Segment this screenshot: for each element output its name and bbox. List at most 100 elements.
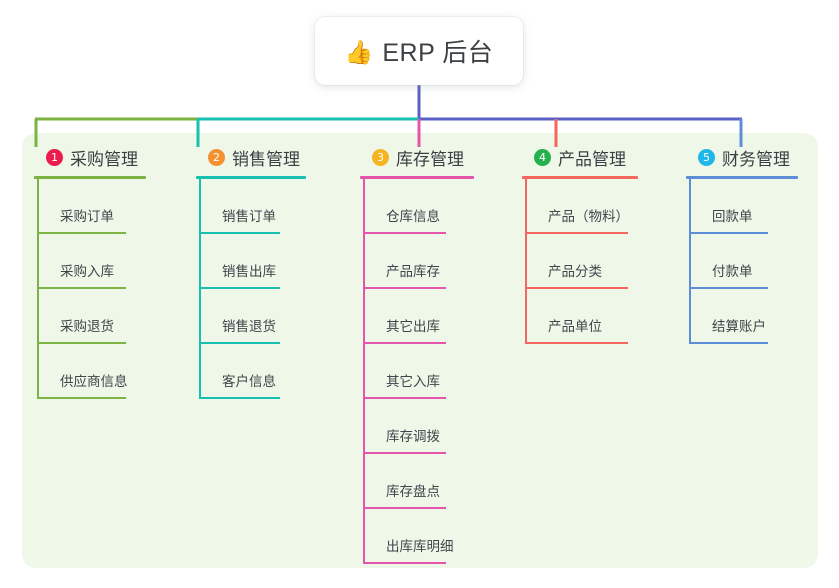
- branch-item[interactable]: 其它出库: [360, 289, 474, 344]
- branch-number-badge: 2: [208, 148, 225, 166]
- branch-item-rule: [364, 232, 446, 234]
- branch-item-rule: [200, 287, 280, 289]
- branch-item[interactable]: 销售订单: [196, 179, 306, 234]
- branch-item[interactable]: 采购退货: [34, 289, 146, 344]
- branch-item-rule: [364, 562, 446, 564]
- branch-item-label: 产品分类: [548, 264, 602, 279]
- branch-header-rule: [522, 176, 638, 179]
- branch-item[interactable]: 销售退货: [196, 289, 306, 344]
- branch-items: 回款单付款单结算账户: [686, 179, 798, 344]
- branch-item-label: 结算账户: [712, 319, 766, 334]
- branch-title: 产品管理: [558, 149, 626, 169]
- branch-item-label: 库存盘点: [386, 484, 440, 499]
- branch-column-4: 4 产品管理产品（物料） 产品分类产品单位: [522, 144, 638, 344]
- branch-vertical-connector: [363, 179, 365, 564]
- branch-header-rule: [686, 176, 798, 179]
- branch-title: 财务管理: [722, 149, 790, 169]
- branch-item-label: 产品单位: [548, 319, 602, 334]
- branch-number-badge: 1: [46, 148, 63, 166]
- branch-item-label: 付款单: [712, 264, 753, 279]
- branch-header-4[interactable]: 4 产品管理: [522, 144, 638, 170]
- branch-item-rule: [200, 397, 280, 399]
- branch-item[interactable]: 产品库存: [360, 234, 474, 289]
- branch-item-rule: [200, 342, 280, 344]
- branch-item[interactable]: 产品单位: [522, 289, 638, 344]
- branch-items: 销售订单销售出库销售退货客户信息: [196, 179, 306, 399]
- branch-item-label: 采购订单: [60, 209, 114, 224]
- branch-column-2: 2 销售管理销售订单销售出库销售退货客户信息: [196, 144, 306, 399]
- branch-item-label: 其它出库: [386, 319, 440, 334]
- branch-item-label: 库存调拨: [386, 429, 440, 444]
- branch-item-rule: [200, 232, 280, 234]
- branch-vertical-connector: [689, 179, 691, 344]
- branch-header-2[interactable]: 2 销售管理: [196, 144, 306, 170]
- branch-item-rule: [364, 507, 446, 509]
- branch-item-rule: [38, 287, 126, 289]
- branch-item[interactable]: 采购订单: [34, 179, 146, 234]
- branch-item-label: 其它入库: [386, 374, 440, 389]
- branch-item-rule: [364, 397, 446, 399]
- branch-title: 销售管理: [232, 149, 300, 169]
- branch-item[interactable]: 回款单: [686, 179, 798, 234]
- branch-column-1: 1 采购管理采购订单采购入库采购退货供应商信息: [34, 144, 146, 399]
- branch-item-label: 销售订单: [222, 209, 276, 224]
- branch-item-rule: [364, 452, 446, 454]
- root-title-inner: 👍 ERP 后台: [345, 33, 494, 69]
- branch-title: 采购管理: [70, 149, 138, 169]
- branch-item-label: 销售退货: [222, 319, 276, 334]
- branch-item[interactable]: 出库库明细: [360, 509, 474, 564]
- branch-item[interactable]: 销售出库: [196, 234, 306, 289]
- branch-item-rule: [526, 287, 628, 289]
- branch-item-rule: [690, 342, 768, 344]
- branch-item-rule: [690, 287, 768, 289]
- branch-header-rule: [360, 176, 474, 179]
- branch-item[interactable]: 客户信息: [196, 344, 306, 399]
- branch-header-1[interactable]: 1 采购管理: [34, 144, 146, 170]
- branch-item[interactable]: 采购入库: [34, 234, 146, 289]
- branch-vertical-connector: [37, 179, 39, 399]
- branch-item-rule: [526, 342, 628, 344]
- branch-item[interactable]: 付款单: [686, 234, 798, 289]
- branch-item-label: 仓库信息: [386, 209, 440, 224]
- branch-items: 仓库信息产品库存其它出库其它入库库存调拨库存盘点出库库明细: [360, 179, 474, 564]
- branch-item-label: 供应商信息: [60, 374, 128, 389]
- branch-item-label: 出库库明细: [386, 539, 454, 554]
- branch-item-rule: [38, 397, 126, 399]
- branch-items: 采购订单采购入库采购退货供应商信息: [34, 179, 146, 399]
- branch-item-rule: [690, 232, 768, 234]
- page-title: ERP 后台: [382, 39, 494, 67]
- branch-item-label: 销售出库: [222, 264, 276, 279]
- branch-number-badge: 5: [698, 148, 715, 166]
- branch-item-label: 回款单: [712, 209, 753, 224]
- branch-item-rule: [526, 232, 628, 234]
- branch-item[interactable]: 库存调拨: [360, 399, 474, 454]
- branch-vertical-connector: [199, 179, 201, 399]
- branch-item-rule: [364, 342, 446, 344]
- branch-item-rule: [364, 287, 446, 289]
- branch-item-label: 采购入库: [60, 264, 114, 279]
- branch-item-rule: [38, 342, 126, 344]
- branches-panel: [22, 133, 818, 568]
- branch-item[interactable]: 仓库信息: [360, 179, 474, 234]
- branch-item[interactable]: 其它入库: [360, 344, 474, 399]
- branch-title: 库存管理: [396, 149, 464, 169]
- branch-item-label: 产品（物料）: [548, 209, 629, 224]
- branch-item[interactable]: 库存盘点: [360, 454, 474, 509]
- branch-column-5: 5 财务管理回款单付款单结算账户: [686, 144, 798, 344]
- branch-item[interactable]: 供应商信息: [34, 344, 146, 399]
- branch-items: 产品（物料） 产品分类产品单位: [522, 179, 638, 344]
- root-title-card[interactable]: 👍 ERP 后台: [315, 17, 523, 85]
- branch-header-rule: [34, 176, 146, 179]
- branch-item[interactable]: 结算账户: [686, 289, 798, 344]
- branch-vertical-connector: [525, 179, 527, 344]
- branch-item-label: 客户信息: [222, 374, 276, 389]
- branch-header-5[interactable]: 5 财务管理: [686, 144, 798, 170]
- branch-item-rule: [38, 232, 126, 234]
- thumbs-up-icon: 👍: [344, 38, 374, 65]
- branch-number-badge: 4: [534, 148, 551, 166]
- branch-item-label: 采购退货: [60, 319, 114, 334]
- branch-item[interactable]: 产品（物料）: [522, 179, 638, 234]
- branch-item[interactable]: 产品分类: [522, 234, 638, 289]
